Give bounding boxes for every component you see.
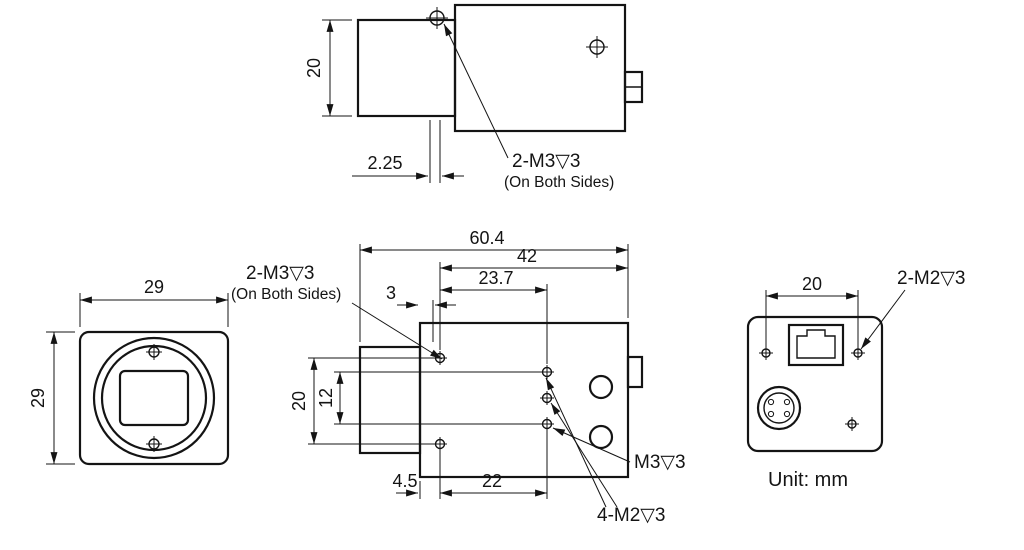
dim-label: 22 [482, 471, 502, 491]
thread-label: 2-M2▽3 [897, 268, 965, 289]
side-view [358, 321, 644, 479]
callout-top-thread: 2-M3▽3 (On Both Sides) [443, 23, 614, 191]
callout-m3: M3▽3 [552, 427, 686, 473]
dim-label: 3 [386, 283, 396, 303]
dim-label: 2.25 [367, 153, 402, 173]
screw-mark-icon [759, 346, 773, 360]
dim-label: 12 [316, 388, 336, 408]
screw-mark-icon [586, 36, 608, 58]
thread-label: M3▽3 [634, 452, 686, 473]
ethernet-jack-icon [787, 323, 845, 367]
hole-mark-icon [540, 365, 554, 379]
dim-label: 4.5 [392, 471, 417, 491]
screw-mark-icon [146, 344, 162, 360]
dim-total-length: 60.4 [359, 228, 629, 342]
dim-front-height: 29 [28, 331, 75, 465]
dim-bottom-22: 22 [440, 430, 548, 499]
screw-mark-icon [146, 436, 162, 452]
rear-view [746, 315, 884, 453]
thread-label: 2-M3▽3 [512, 151, 580, 172]
hole-mark-icon [540, 417, 554, 431]
thread-note: (On Both Sides) [231, 286, 341, 303]
thread-label: 4-M2▽3 [597, 505, 665, 526]
thread-note: (On Both Sides) [504, 174, 614, 191]
dim-3: 3 [386, 283, 456, 342]
callout-side-thread: 2-M3▽3 (On Both Sides) [231, 263, 443, 360]
dim-front-width: 29 [79, 277, 229, 327]
unit-note: Unit: mm [768, 469, 848, 491]
dim-label: 42 [517, 246, 537, 266]
dim-bottom-4-5: 4.5 [392, 450, 441, 499]
callout-m2-four: 4-M2▽3 [545, 377, 665, 526]
dim-label: 60.4 [469, 228, 504, 248]
dim-label: 20 [802, 274, 822, 294]
dim-side-12: 12 [316, 371, 540, 425]
top-view [356, 3, 644, 133]
hole-mark-icon [433, 437, 447, 451]
dim-top-offset: 2.25 [352, 120, 464, 183]
screw-mark-icon [851, 346, 865, 360]
dim-label: 20 [289, 391, 309, 411]
dim-23-7: 23.7 [440, 268, 548, 364]
screw-mark-icon [426, 7, 448, 29]
dim-label: 20 [304, 58, 324, 78]
thread-label: 2-M3▽3 [246, 263, 314, 284]
dim-rear-20: 20 [765, 274, 859, 346]
dim-label: 29 [28, 388, 48, 408]
dim-top-height: 20 [304, 19, 352, 117]
dim-42: 42 [439, 246, 628, 350]
power-connector-icon [756, 385, 802, 431]
dim-label: 23.7 [478, 268, 513, 288]
front-view [78, 330, 230, 466]
screw-mark-icon [845, 417, 859, 431]
hole-mark-icon [540, 391, 554, 405]
dim-label: 29 [144, 277, 164, 297]
dim-side-20: 20 [289, 357, 433, 445]
callout-m2-two: 2-M2▽3 [860, 268, 965, 350]
